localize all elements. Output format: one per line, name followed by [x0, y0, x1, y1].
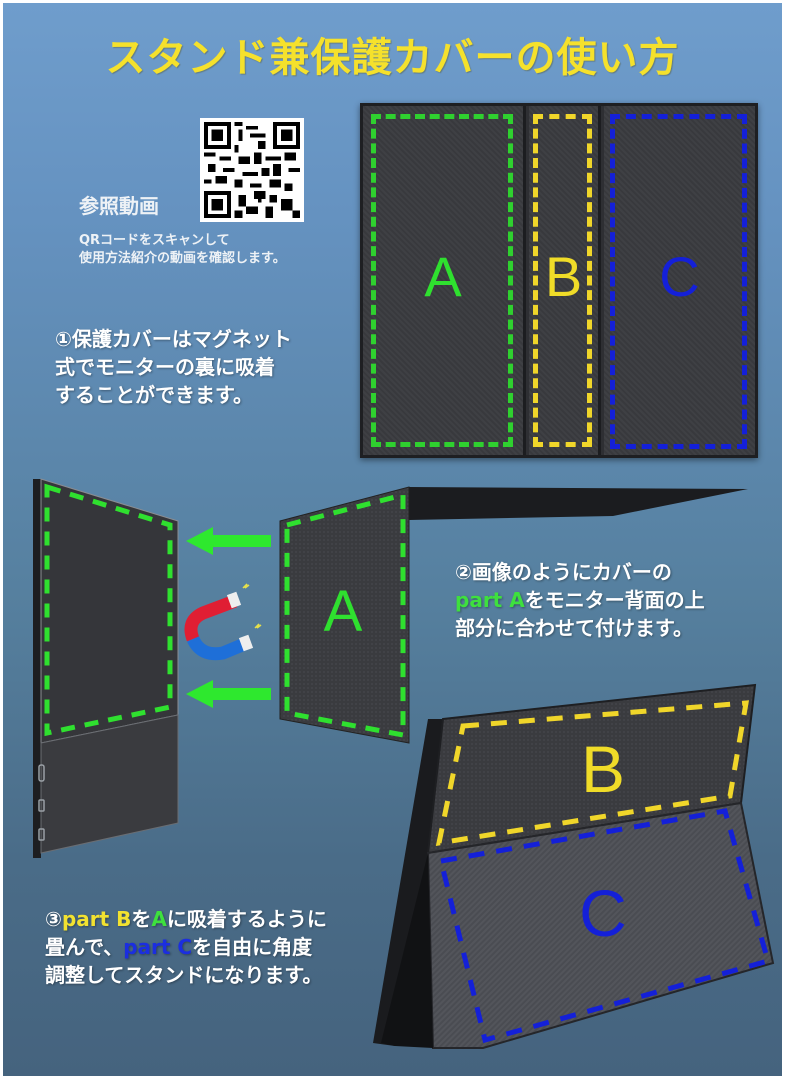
step-3-line-2-rest: を自由に角度: [192, 935, 313, 959]
step-1-text: ①保護カバーはマグネット 式でモニターの裏に吸着 することができます。: [55, 325, 365, 409]
step-3-number: ③: [45, 907, 62, 931]
step-2-part-a-highlight: part A: [455, 588, 525, 612]
part-b-outline: [533, 114, 592, 447]
attach-part-a-label: A: [324, 579, 363, 644]
stand-illustration: [373, 683, 775, 1049]
reference-video-description: QRコードをスキャンして 使用方法紹介の動画を確認します。: [79, 232, 286, 268]
step-2-line-2: part Aをモニター背面の上: [455, 586, 775, 614]
cover-segment-b: B: [529, 106, 601, 455]
step-3-text: ③part BをAに吸着するように 畳んで、part Cを自由に角度 調整してス…: [45, 905, 395, 989]
instruction-panel: スタンド兼保護カバーの使い方 参照動画 QRコ: [3, 3, 782, 1076]
stand-part-b-label: B: [580, 732, 626, 806]
step-2-line-3: 部分に合わせて付けます。: [455, 616, 693, 640]
part-b-label: B: [544, 245, 583, 308]
step-3-line-1: ③part BをAに吸着するように: [45, 905, 395, 933]
page-title: スタンド兼保護カバーの使い方: [105, 35, 680, 81]
reference-desc-line1: QRコードをスキャンして: [79, 233, 230, 248]
step-3-a-highlight: A: [151, 907, 167, 931]
step-3-line-3: 調整してスタンドになります。: [45, 963, 323, 987]
step-2-text: ②画像のようにカバーの part Aをモニター背面の上 部分に合わせて付けます。: [455, 558, 775, 642]
step-2-line-1: ②画像のようにカバーの: [455, 560, 672, 584]
part-a-label: A: [424, 245, 462, 308]
step-1-line-2: 式でモニターの裏に吸着: [55, 355, 275, 379]
stand-part-c-label: C: [579, 876, 627, 950]
step-1-line-1: ①保護カバーはマグネット: [55, 327, 292, 351]
step-3-part-b-highlight: part B: [61, 907, 132, 931]
step-3-text-1: を: [131, 907, 152, 931]
part-a-outline: [371, 114, 513, 447]
monitor-illustration: [33, 478, 179, 858]
reference-desc-line2: 使用方法紹介の動画を確認します。: [79, 251, 286, 266]
cover-segment-a: A: [363, 106, 526, 455]
step-2-line-2-rest: をモニター背面の上: [524, 588, 705, 612]
qr-code-icon[interactable]: [200, 118, 304, 222]
illustrations: A: [33, 478, 775, 1049]
step-1-line-3: することができます。: [55, 383, 253, 407]
cover-flat-diagram: A B C: [360, 103, 758, 458]
step-3-line-2-prefix: 畳んで、: [45, 935, 124, 959]
part-c-label: C: [659, 245, 700, 308]
arrow-left-icon: [186, 527, 271, 708]
reference-video-label: 参照動画: [79, 194, 159, 218]
step-3-part-c-highlight: part C: [123, 935, 193, 959]
cover-segment-c: C: [604, 106, 755, 455]
step-3-line-2: 畳んで、part Cを自由に角度: [45, 933, 395, 961]
cover-part-a-attach: A: [279, 486, 748, 744]
step-3-text-2: に吸着するように: [166, 907, 327, 931]
part-c-outline: [610, 114, 747, 449]
magnet-icon: [184, 583, 262, 661]
